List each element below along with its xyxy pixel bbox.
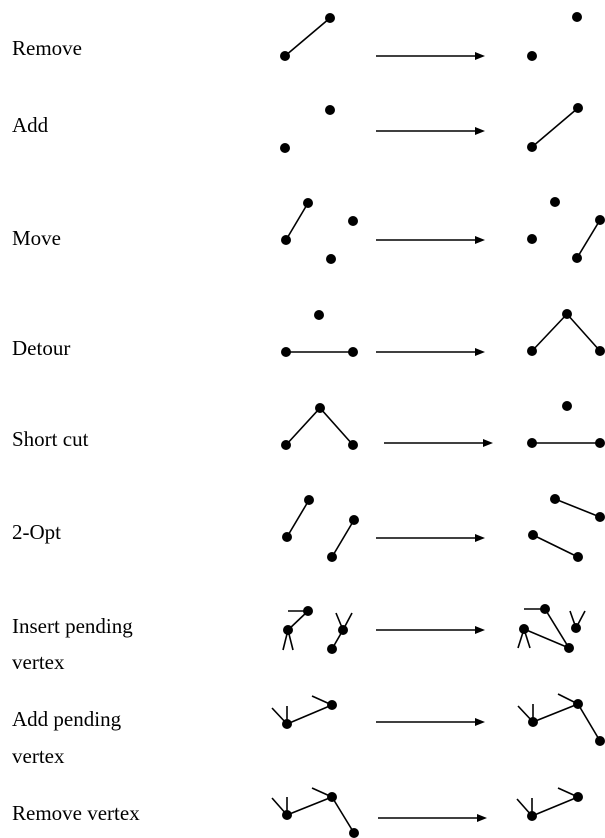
vertex	[327, 644, 337, 654]
vertex	[528, 717, 538, 727]
vertex	[595, 736, 605, 746]
addpend-after-edge-1	[532, 703, 579, 723]
2opt-after-edge-2	[532, 534, 579, 558]
vertex	[327, 700, 337, 710]
vertex	[564, 643, 574, 653]
vertex	[527, 346, 537, 356]
vertex	[595, 215, 605, 225]
vertex	[282, 810, 292, 820]
vertex	[338, 625, 348, 635]
move-before-edge	[285, 202, 309, 241]
vertex	[562, 309, 572, 319]
vertex	[595, 346, 605, 356]
vertex	[595, 512, 605, 522]
vertex	[327, 552, 337, 562]
label-short-cut: Short cut	[12, 427, 89, 451]
label-add: Add	[12, 113, 49, 137]
label-add-pending-line2: vertex	[12, 744, 65, 768]
label-2-opt: 2-Opt	[12, 520, 61, 544]
addpend-before-edge	[286, 704, 333, 725]
vertex	[303, 198, 313, 208]
label-remove-vertex: Remove vertex	[12, 801, 140, 825]
label-insert-pending-line1: Insert pending	[12, 614, 133, 638]
vertex	[327, 792, 337, 802]
vertex	[325, 13, 335, 23]
remove-before-edge	[284, 17, 331, 57]
vertex	[348, 216, 358, 226]
vertex	[326, 254, 336, 264]
vertex	[314, 310, 324, 320]
vertex	[283, 625, 293, 635]
vertex	[519, 624, 529, 634]
vertex	[572, 253, 582, 263]
remvtx-after-edge	[531, 796, 579, 817]
vertex	[325, 105, 335, 115]
vertex	[282, 532, 292, 542]
vertex	[550, 494, 560, 504]
vertex	[573, 699, 583, 709]
vertex	[304, 495, 314, 505]
insert-after-edge-1	[523, 628, 570, 649]
add-after-edge	[531, 107, 579, 148]
label-insert-pending-line2: vertex	[12, 650, 65, 674]
vertex	[595, 438, 605, 448]
vertex	[573, 552, 583, 562]
vertex	[280, 143, 290, 153]
vertex	[540, 604, 550, 614]
vertex	[527, 142, 537, 152]
vertex	[348, 440, 358, 450]
remvtx-before-edge-1	[286, 796, 333, 816]
2opt-before-edge-2	[331, 519, 355, 558]
vertex	[349, 828, 359, 838]
vertex	[562, 401, 572, 411]
vertex	[572, 12, 582, 22]
vertex	[348, 347, 358, 357]
vertex	[303, 606, 313, 616]
addpend-after-edge-2	[577, 703, 601, 742]
vertex	[571, 623, 581, 633]
vertex	[282, 719, 292, 729]
vertex	[527, 51, 537, 61]
detour-after-path	[531, 312, 601, 352]
vertex	[527, 438, 537, 448]
label-detour: Detour	[12, 336, 71, 360]
vertex	[573, 103, 583, 113]
vertex	[527, 811, 537, 821]
label-add-pending-line1: Add pending	[12, 707, 122, 731]
vertex	[281, 440, 291, 450]
vertex	[281, 235, 291, 245]
vertex	[349, 515, 359, 525]
vertex	[573, 792, 583, 802]
move-after-edge	[576, 219, 601, 259]
vertex	[315, 403, 325, 413]
2opt-after-edge-1	[554, 498, 601, 518]
remvtx-before-edge-2	[331, 796, 355, 834]
vertex	[528, 530, 538, 540]
2opt-before-edge-1	[286, 499, 310, 538]
vertex	[527, 234, 537, 244]
shortcut-before-path	[285, 406, 354, 446]
vertex	[281, 347, 291, 357]
vertex	[550, 197, 560, 207]
label-remove: Remove	[12, 36, 82, 60]
insert-after-edge-2	[544, 608, 570, 649]
vertex	[280, 51, 290, 61]
label-move: Move	[12, 226, 61, 250]
